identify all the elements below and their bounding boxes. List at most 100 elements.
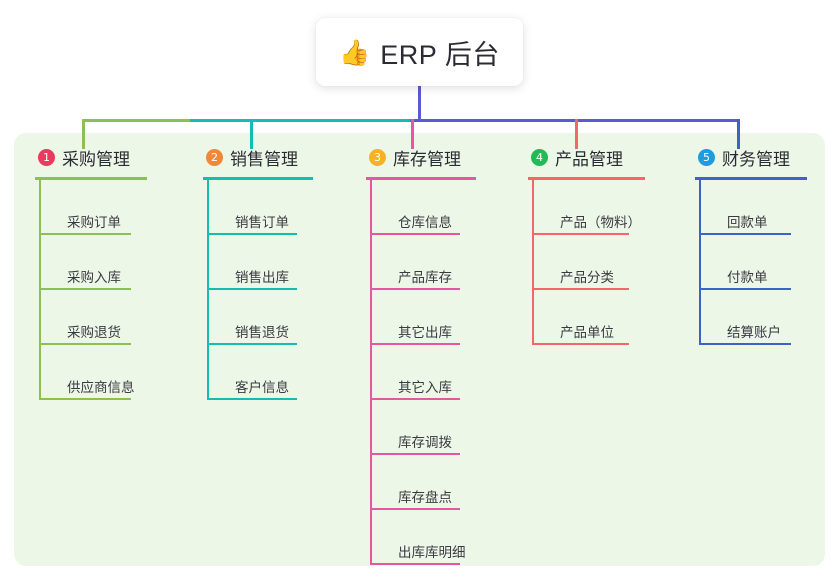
badge-number-icon: 2 xyxy=(206,148,223,166)
leaf-item[interactable]: 供应商信息 xyxy=(39,345,145,400)
column-items: 采购订单采购入库采购退货供应商信息 xyxy=(35,180,145,400)
leaf-item[interactable]: 付款单 xyxy=(699,235,807,290)
column-title: 库存管理 xyxy=(393,149,461,169)
leaf-label: 销售出库 xyxy=(235,270,289,285)
leaf-item[interactable]: 采购退货 xyxy=(39,290,145,345)
column-2: 2 销售管理销售订单销售出库销售退货客户信息 xyxy=(203,144,313,400)
drop-stub-finance xyxy=(737,119,740,149)
leaf-label: 库存调拨 xyxy=(398,435,452,450)
leaf-underline xyxy=(39,233,131,235)
leaf-underline xyxy=(207,233,297,235)
leaf-underline xyxy=(207,343,297,345)
leaf-label: 仓库信息 xyxy=(398,215,452,230)
column-items: 回款单付款单结算账户 xyxy=(695,180,807,345)
column-header-5[interactable]: 5 财务管理 xyxy=(695,144,807,170)
column-items: 仓库信息产品库存其它出库其它入库库存调拨库存盘点出库库明细 xyxy=(366,180,476,565)
leaf-label: 供应商信息 xyxy=(67,380,135,395)
leaf-underline xyxy=(370,343,460,345)
column-spine xyxy=(532,180,534,345)
leaf-label: 采购入库 xyxy=(67,270,121,285)
leaf-underline xyxy=(532,233,629,235)
leaf-item[interactable]: 客户信息 xyxy=(207,345,313,400)
leaf-underline xyxy=(699,233,791,235)
badge-number-icon: 5 xyxy=(698,148,715,166)
drop-stub-inventory xyxy=(411,119,414,149)
leaf-item[interactable]: 出库库明细 xyxy=(370,510,476,565)
leaf-label: 回款单 xyxy=(727,215,768,230)
column-header-4[interactable]: 4 产品管理 xyxy=(528,144,648,170)
badge-number-icon: 3 xyxy=(369,148,386,166)
leaf-label: 产品单位 xyxy=(560,325,614,340)
leaf-item[interactable]: 销售订单 xyxy=(207,180,313,235)
diagram-card xyxy=(14,133,825,566)
bus-segment-purchase xyxy=(82,119,192,122)
leaf-item[interactable]: 其它出库 xyxy=(370,290,476,345)
leaf-item[interactable]: 其它入库 xyxy=(370,345,476,400)
drop-stub-sales xyxy=(250,119,253,149)
drop-stub-purchase xyxy=(82,119,85,149)
leaf-underline xyxy=(370,563,460,565)
leaf-label: 结算账户 xyxy=(727,325,781,340)
leaf-label: 产品库存 xyxy=(398,270,452,285)
leaf-underline xyxy=(699,288,791,290)
root-title: ERP 后台 xyxy=(380,39,500,70)
leaf-underline xyxy=(370,508,460,510)
column-title: 销售管理 xyxy=(230,149,298,169)
leaf-label: 其它出库 xyxy=(398,325,452,340)
leaf-label: 其它入库 xyxy=(398,380,452,395)
drop-stub-product xyxy=(575,119,578,149)
leaf-item[interactable]: 产品单位 xyxy=(532,290,648,345)
leaf-label: 产品分类 xyxy=(560,270,614,285)
leaf-item[interactable]: 产品（物料） xyxy=(532,180,648,235)
leaf-label: 销售订单 xyxy=(235,215,289,230)
bus-segment-sales xyxy=(190,119,412,122)
column-3: 3 库存管理仓库信息产品库存其它出库其它入库库存调拨库存盘点出库库明细 xyxy=(366,144,476,565)
root-node[interactable]: 👍 ERP 后台 xyxy=(316,18,523,86)
column-title: 产品管理 xyxy=(555,149,623,169)
leaf-item[interactable]: 销售退货 xyxy=(207,290,313,345)
column-title: 财务管理 xyxy=(722,149,790,169)
column-underline xyxy=(35,177,147,180)
leaf-label: 付款单 xyxy=(727,270,768,285)
badge-number-icon: 4 xyxy=(531,148,548,166)
column-underline xyxy=(366,177,476,180)
column-underline xyxy=(203,177,313,180)
leaf-underline xyxy=(532,343,629,345)
leaf-underline xyxy=(532,288,629,290)
leaf-item[interactable]: 库存调拨 xyxy=(370,400,476,455)
leaf-underline xyxy=(39,343,131,345)
leaf-label: 产品（物料） xyxy=(560,215,641,230)
leaf-underline xyxy=(39,398,131,400)
thumbs-up-icon: 👍 xyxy=(339,37,371,67)
column-title: 采购管理 xyxy=(62,149,130,169)
column-5: 5 财务管理回款单付款单结算账户 xyxy=(695,144,807,345)
column-underline xyxy=(695,177,807,180)
column-spine xyxy=(370,180,372,565)
leaf-item[interactable]: 仓库信息 xyxy=(370,180,476,235)
leaf-item[interactable]: 销售出库 xyxy=(207,235,313,290)
column-header-2[interactable]: 2 销售管理 xyxy=(203,144,313,170)
leaf-underline xyxy=(370,233,460,235)
leaf-item[interactable]: 产品库存 xyxy=(370,235,476,290)
leaf-underline xyxy=(370,398,460,400)
leaf-item[interactable]: 采购订单 xyxy=(39,180,145,235)
column-header-3[interactable]: 3 库存管理 xyxy=(366,144,476,170)
leaf-underline xyxy=(39,288,131,290)
leaf-item[interactable]: 采购入库 xyxy=(39,235,145,290)
leaf-label: 库存盘点 xyxy=(398,490,452,505)
leaf-item[interactable]: 结算账户 xyxy=(699,290,807,345)
column-items: 产品（物料） 产品分类产品单位 xyxy=(528,180,648,345)
leaf-label: 采购订单 xyxy=(67,215,121,230)
column-spine xyxy=(39,180,41,400)
leaf-underline xyxy=(207,288,297,290)
leaf-item[interactable]: 库存盘点 xyxy=(370,455,476,510)
leaf-label: 采购退货 xyxy=(67,325,121,340)
leaf-item[interactable]: 产品分类 xyxy=(532,235,648,290)
column-underline xyxy=(528,177,645,180)
leaf-underline xyxy=(207,398,297,400)
leaf-item[interactable]: 回款单 xyxy=(699,180,807,235)
root-trunk-line xyxy=(418,86,421,121)
leaf-underline xyxy=(370,288,460,290)
